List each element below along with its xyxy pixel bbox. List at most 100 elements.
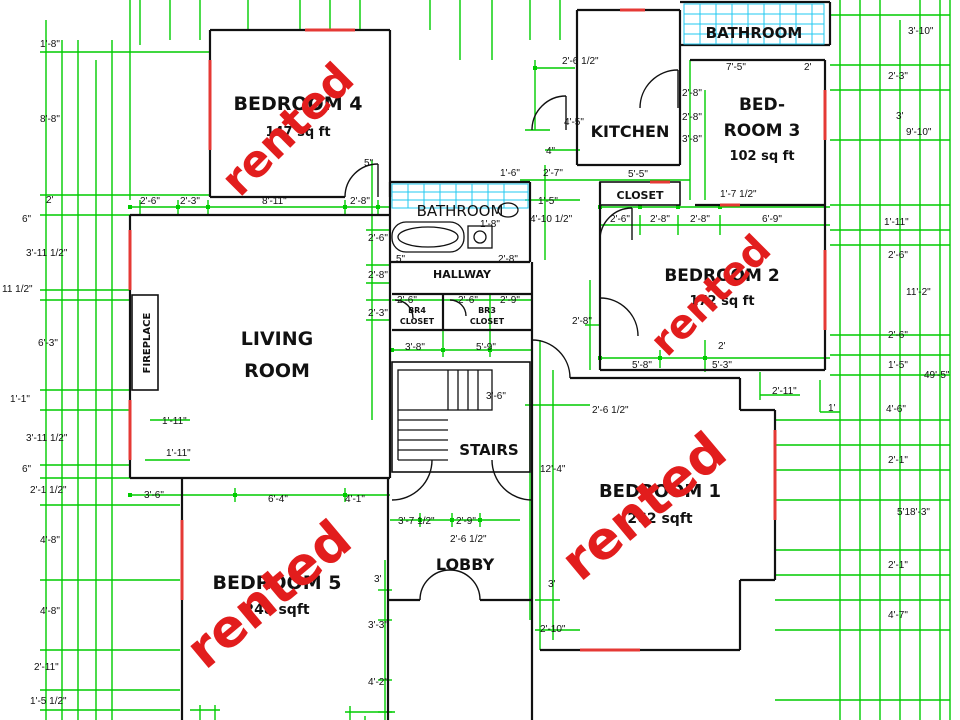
dim-label: 4'-6" xyxy=(886,404,906,415)
dim-label: 2'-9" xyxy=(456,516,476,527)
dim-label: 2' xyxy=(718,341,726,352)
dim-label: 5" xyxy=(364,158,374,169)
dim-label: 2'-8" xyxy=(650,214,670,225)
dim-label: 1'-11" xyxy=(162,416,187,427)
dim-label: 3'-6" xyxy=(486,391,506,402)
walls xyxy=(128,0,832,720)
dim-label: 2'-6 1/2" xyxy=(592,405,629,416)
bedroom3-name-line2: ROOM 3 xyxy=(724,121,801,141)
dim-label: 5" xyxy=(396,254,406,265)
bedroom4-name: BEDROOM 4 xyxy=(234,93,363,115)
bedroom1-name: BEDROOM 1 xyxy=(599,481,721,502)
dim-label: 2'-9" xyxy=(500,295,520,306)
dim-label: 11 1/2" xyxy=(2,284,33,295)
dim-label: 3'-3" xyxy=(368,620,388,631)
dim-label: 7'-5" xyxy=(726,62,746,73)
door-swings xyxy=(344,69,679,601)
bedroom3-area: 102 sq ft xyxy=(729,149,794,164)
bedroom5-area: 248 sqft xyxy=(244,602,310,618)
dim-label: 2'-3" xyxy=(180,196,200,207)
top-bathroom-label: BATHROOM xyxy=(706,24,803,42)
dim-label: 2'-8" xyxy=(682,112,702,123)
bedroom2-name: BEDROOM 2 xyxy=(664,266,779,286)
dimension-labels: 1'-8" 8'-8" 2' 6" 3'-11 1/2" 11 1/2" 6'-… xyxy=(2,26,950,707)
dim-label: 2'-6" xyxy=(888,250,908,261)
dim-label: 9'-10" xyxy=(906,127,932,138)
dim-label: 2'-8" xyxy=(682,88,702,99)
dim-label: 8'-11" xyxy=(262,196,287,207)
dim-label: 2' xyxy=(804,62,812,73)
dim-label: 2'-1" xyxy=(888,560,908,571)
dim-label: 5'18'-3" xyxy=(897,507,930,518)
dim-label: 6" xyxy=(22,464,32,475)
dim-label: 3'-10" xyxy=(908,26,934,37)
dim-label: 4'-7" xyxy=(888,610,908,621)
rented-stamp-bedroom1: rented xyxy=(550,421,738,592)
dim-label: 6" xyxy=(22,214,32,225)
dimension-lines xyxy=(40,0,951,720)
dim-label: 12'-4" xyxy=(540,464,566,475)
dim-label: 2'-8" xyxy=(350,196,370,207)
dim-label: 1'-1" xyxy=(10,394,30,405)
br4-closet-line1: BR4 xyxy=(408,306,426,315)
dim-label: 4'-8" xyxy=(40,606,60,617)
dim-label: 6'-9" xyxy=(762,214,782,225)
dim-label: 1'-11" xyxy=(884,217,909,228)
rented-stamp-bedroom4: rented xyxy=(211,53,364,206)
dim-label: 3' xyxy=(548,579,556,590)
dim-label: 3'-8" xyxy=(405,342,425,353)
dim-label: 3' xyxy=(374,574,382,585)
dim-label: 2'-6" xyxy=(397,295,417,306)
dim-label: 2'-7" xyxy=(543,168,563,179)
dim-label: 1'-8" xyxy=(480,219,500,230)
dim-label: 3'-11 1/2" xyxy=(26,433,68,444)
dim-label: 2'-6" xyxy=(888,330,908,341)
dim-label: 4'-5" xyxy=(564,117,584,128)
dim-label: 1'-8" xyxy=(40,39,60,50)
dim-label: 2'-6 1/2" xyxy=(450,534,487,545)
dim-label: 5'-8" xyxy=(632,360,652,371)
dim-label: 4'-2" xyxy=(368,677,388,688)
dim-label: 4'-10 1/2" xyxy=(530,214,573,225)
lobby-label: LOBBY xyxy=(436,555,495,574)
dim-label: 2'-8" xyxy=(498,254,518,265)
fireplace-label: FIREPLACE xyxy=(142,312,153,373)
living-room-line1: LIVING xyxy=(241,328,313,350)
dim-label: 49'-5" xyxy=(924,370,950,381)
dim-label: 6'-3" xyxy=(38,338,58,349)
dim-label: 11'-2" xyxy=(906,287,931,298)
bedroom4-area: 147 sq ft xyxy=(265,125,330,140)
dim-label: 2'-3" xyxy=(368,308,388,319)
dim-label: 2'-3" xyxy=(888,71,908,82)
dim-label: 5'-3" xyxy=(712,360,732,371)
dim-label: 2'-6" xyxy=(140,196,160,207)
hallway-label: HALLWAY xyxy=(433,268,492,281)
dim-label: 2'-6" xyxy=(368,233,388,244)
bedroom2-area: 172 sq ft xyxy=(689,294,754,309)
dim-label: 1'-7 1/2" xyxy=(720,189,757,200)
dim-label: 1'-5 1/2" xyxy=(30,696,67,707)
br3-closet-line2: CLOSET xyxy=(470,317,505,326)
rented-stamp-bedroom2: rented xyxy=(641,226,780,365)
bedroom1-area: 262 sqft xyxy=(627,511,693,527)
bath-fixtures xyxy=(391,202,519,253)
dim-label: 3'-8" xyxy=(682,134,702,145)
middle-bathroom-label: BATHROOM xyxy=(417,202,504,220)
dim-label: 2'-11" xyxy=(34,662,59,673)
dim-label: 5'-9" xyxy=(476,342,496,353)
dim-label: 4'-1" xyxy=(345,494,365,505)
dim-label: 3'-7 1/2" xyxy=(398,516,435,527)
dim-label: 2' xyxy=(46,195,54,206)
br4-closet-line2: CLOSET xyxy=(400,317,435,326)
stairs-label: STAIRS xyxy=(459,441,518,459)
dim-label: 3'-11 1/2" xyxy=(26,248,68,259)
dim-label: 2'-8" xyxy=(690,214,710,225)
dim-label: 2'-8" xyxy=(572,316,592,327)
living-room-line2: ROOM xyxy=(244,360,310,382)
windows xyxy=(128,8,827,652)
dim-label: 2'-1 1/2" xyxy=(30,485,67,496)
dim-label: 1'-11" xyxy=(166,448,191,459)
br3-closet-line1: BR3 xyxy=(478,306,496,315)
dim-label: 2'-6 1/2" xyxy=(562,56,599,67)
dim-label: 2'-8" xyxy=(368,270,388,281)
